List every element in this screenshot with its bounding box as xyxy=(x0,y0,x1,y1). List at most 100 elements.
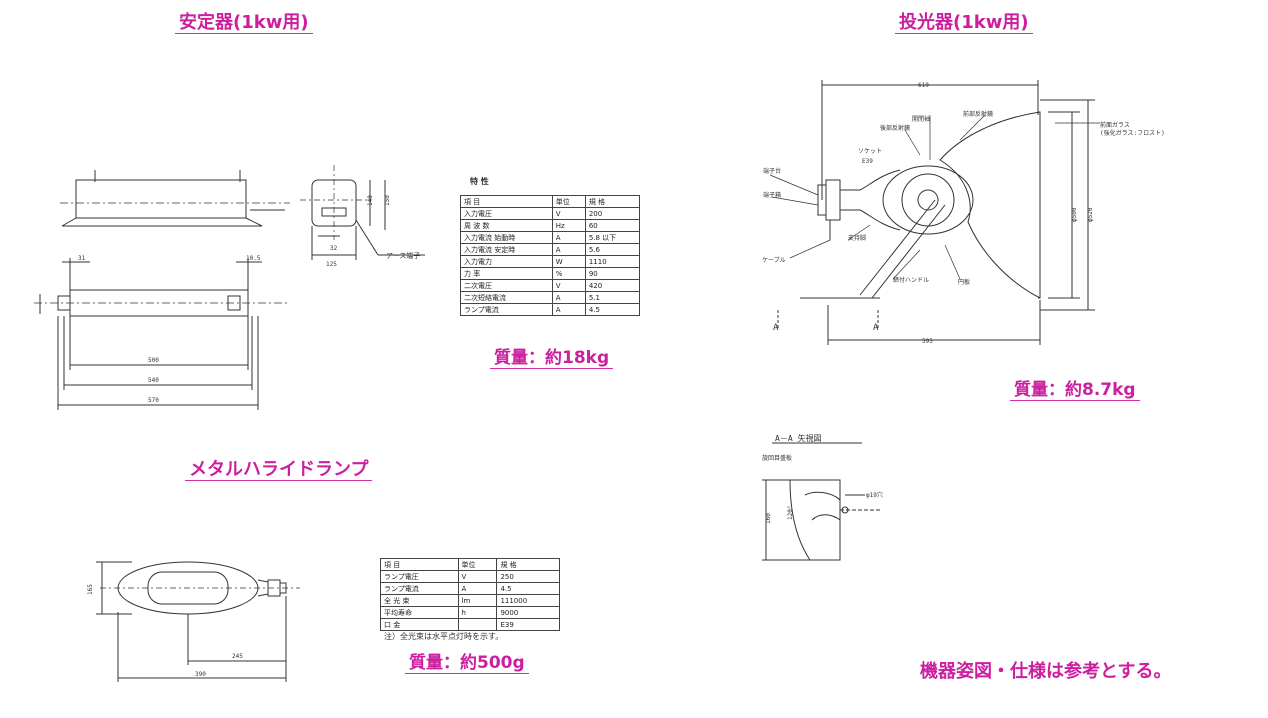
label-disc: 円板 xyxy=(958,278,970,286)
cell: 9000 xyxy=(496,606,560,619)
cell: 平均寿命 xyxy=(380,606,459,619)
dim-32: 32 xyxy=(330,245,338,252)
dim-phi520: φ520 xyxy=(1087,207,1094,222)
col-spec: 規 格 xyxy=(496,558,560,571)
cell xyxy=(457,618,498,631)
cell: 90 xyxy=(584,267,641,280)
cell: 111000 xyxy=(496,594,560,607)
floodlight-title: 投光器(1kw用) xyxy=(895,8,1033,34)
cell: Hz xyxy=(551,219,586,232)
cell: ランプ電圧 xyxy=(380,570,459,583)
cell: 二次電圧 xyxy=(460,279,553,292)
cell: 入力電流 始動時 xyxy=(460,231,553,244)
dim-595: 595 xyxy=(922,338,933,345)
label-terminal-box: 端子箱 xyxy=(763,191,781,199)
label-earth-terminal: アース端子 xyxy=(386,251,420,260)
col-unit: 単位 xyxy=(551,195,586,208)
cell: 1110 xyxy=(584,255,641,268)
section-marker-a-right: A xyxy=(873,323,879,333)
ballast-title: 安定器(1kw用) xyxy=(175,8,313,34)
dim-120deg: 120° xyxy=(787,506,794,520)
label-support-leg: 支持脚 xyxy=(848,234,866,242)
dim-125: 125 xyxy=(326,261,337,268)
cell: 全 光 束 xyxy=(380,594,459,607)
cell: W xyxy=(551,255,586,268)
cell: 4.5 xyxy=(584,303,641,316)
floodlight-side-view xyxy=(777,80,1095,345)
cell: 入力電圧 xyxy=(460,207,553,220)
dim-245: 245 xyxy=(232,653,243,660)
dim-160: 160 xyxy=(765,513,772,524)
floodlight-weight: 質量：約8.7kg xyxy=(1010,375,1140,401)
label-front-glass: 前面ガラス xyxy=(1100,121,1130,129)
lamp-drawing xyxy=(96,561,300,682)
lamp-title: メタルハライドランプ xyxy=(185,455,373,481)
dim-140: 140 xyxy=(367,195,374,206)
col-unit: 単位 xyxy=(457,558,498,571)
cell: 口 金 xyxy=(380,618,459,631)
label-front-reflector: 前部反射鏡 xyxy=(963,110,993,118)
table-header-row: 項 目 単位 規 格 xyxy=(460,195,641,208)
cell: 4.5 xyxy=(496,582,560,595)
dim-150: 150 xyxy=(384,195,391,206)
cell: 60 xyxy=(584,219,641,232)
cell: 5.1 xyxy=(584,291,641,304)
cell: 420 xyxy=(584,279,641,292)
cell: A xyxy=(551,303,586,316)
cell: V xyxy=(551,279,586,292)
cell: A xyxy=(551,291,586,304)
label-swivel-scale: 旋回目盛板 xyxy=(762,454,792,462)
label-hinge: 開閉袖 xyxy=(912,115,930,123)
dim-540: 540 xyxy=(148,377,159,384)
label-e39: E39 xyxy=(862,158,873,165)
dim-570: 570 xyxy=(148,397,159,404)
cell: h xyxy=(457,606,498,619)
cell: E39 xyxy=(496,618,560,631)
cell: ランプ電流 xyxy=(380,582,459,595)
table-row: 力 率%90 xyxy=(460,267,641,280)
ballast-top-view xyxy=(34,258,290,410)
cell: ランプ電流 xyxy=(460,303,553,316)
ballast-end-view xyxy=(300,165,425,260)
cell: A xyxy=(457,582,498,595)
label-socket: ソケット xyxy=(858,148,882,155)
cell: V xyxy=(551,207,586,220)
table-row: 口 金 E39 xyxy=(380,618,560,631)
lamp-spec-footnote: 注）全光束は水平点灯時を示す。 xyxy=(384,632,504,641)
cell: 入力電力 xyxy=(460,255,553,268)
dim-390: 390 xyxy=(195,671,206,678)
col-item: 項 目 xyxy=(380,558,459,571)
cell: A xyxy=(551,231,586,244)
lamp-weight: 質量：約500g xyxy=(405,648,529,674)
floodlight-leader-lines xyxy=(769,114,1100,280)
cell: 200 xyxy=(584,207,641,220)
cell: 力 率 xyxy=(460,267,553,280)
table-header-row: 項 目 単位 規 格 xyxy=(380,558,560,571)
label-cable: ケーブル xyxy=(762,256,786,264)
cell: 5.8 以下 xyxy=(584,231,641,244)
aa-view xyxy=(762,442,880,561)
cell: 250 xyxy=(496,570,560,583)
col-spec: 規 格 xyxy=(584,195,641,208)
label-terminal-block: 端子台 xyxy=(763,167,781,175)
dim-165: 165 xyxy=(87,584,94,595)
cell: A xyxy=(551,243,586,256)
cell: 5.6 xyxy=(584,243,641,256)
cell: V xyxy=(457,570,498,583)
dim-phi500: φ500 xyxy=(1071,207,1078,222)
cell: lm xyxy=(457,594,498,607)
